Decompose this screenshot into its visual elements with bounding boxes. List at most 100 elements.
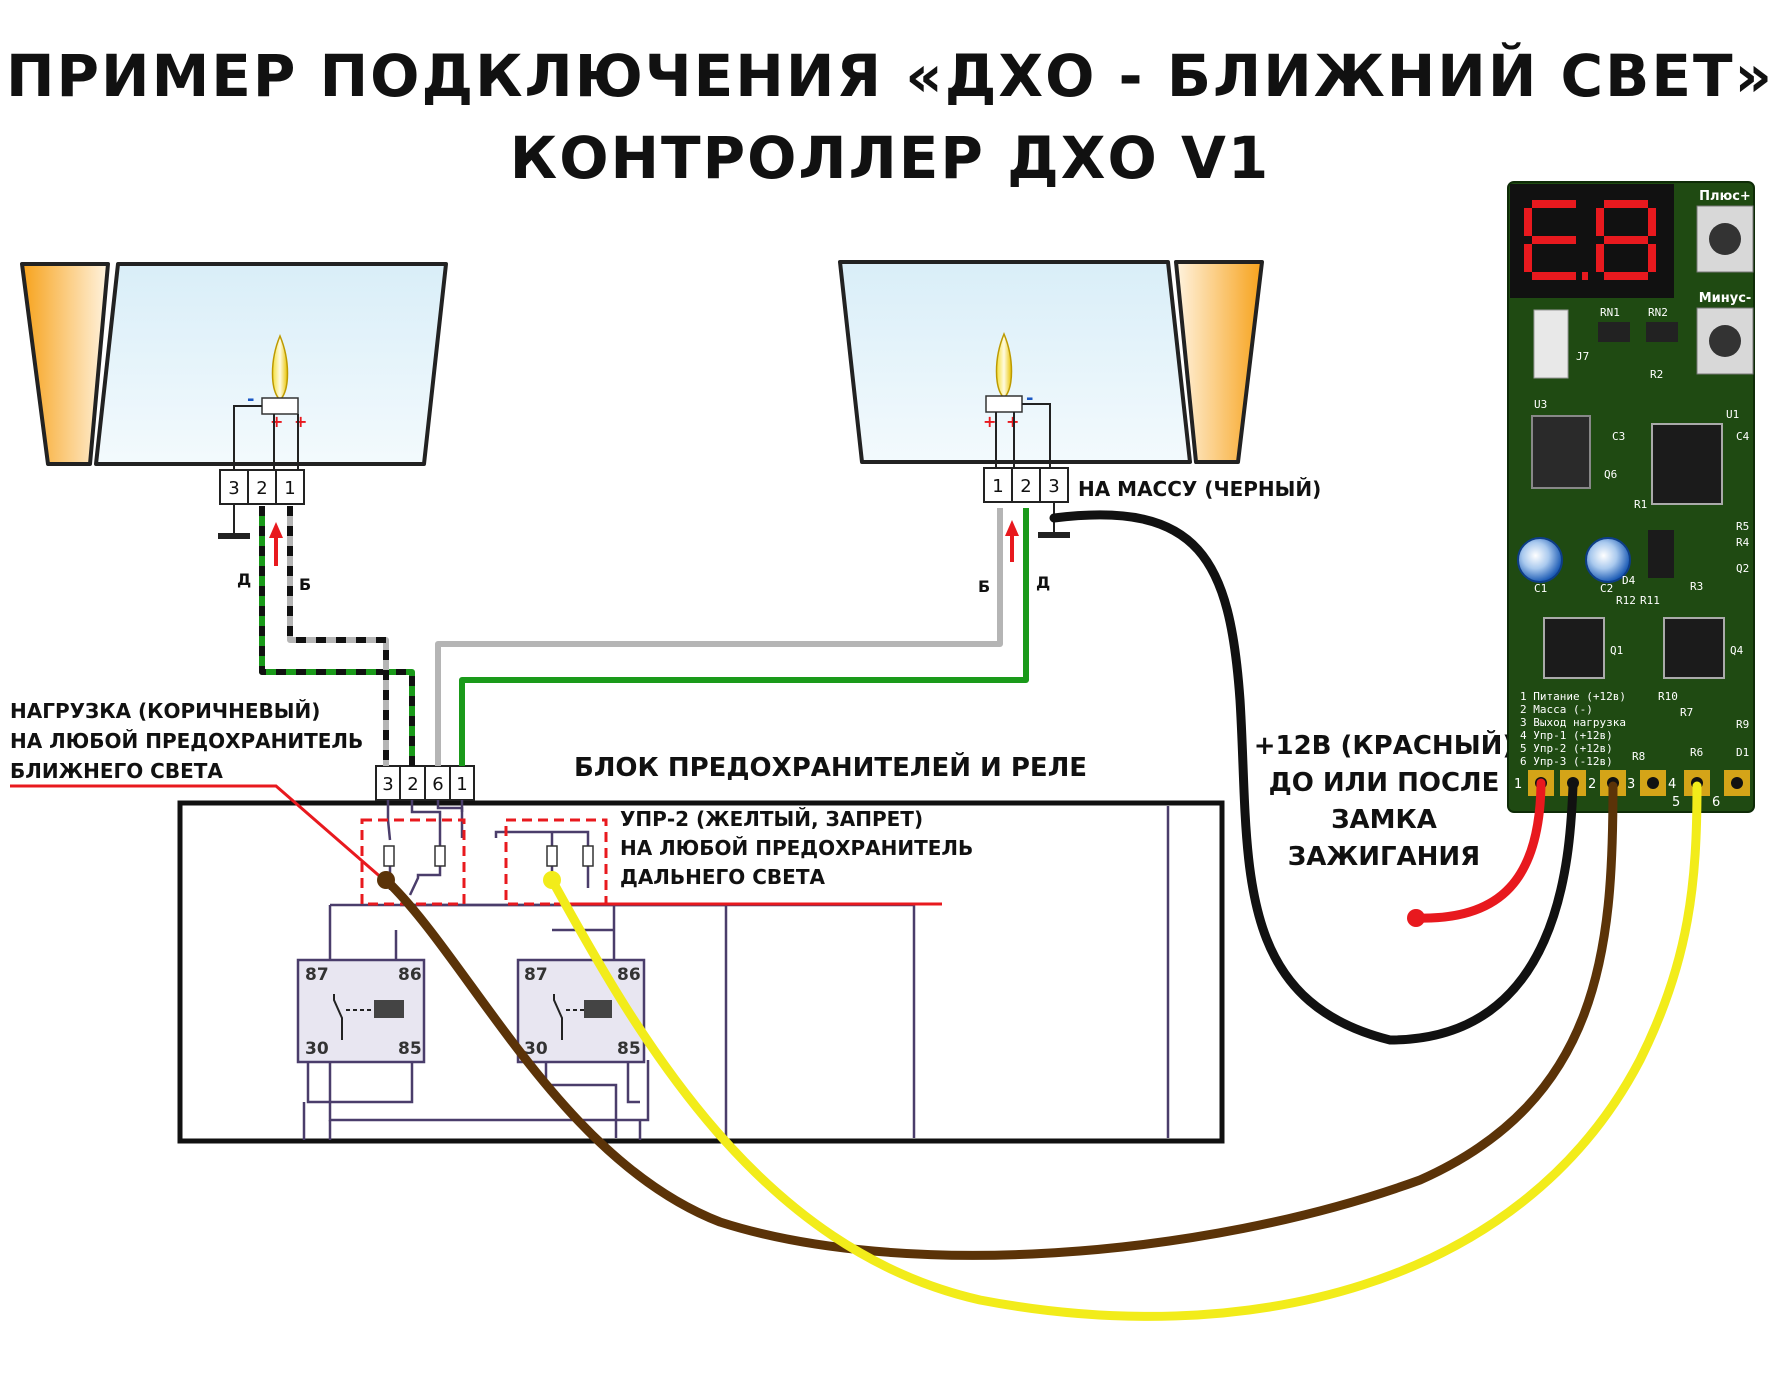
terminal-5-label: 5 (1672, 795, 1680, 810)
black-ground-wire (1049, 510, 1578, 1045)
left-plus-sign-2: + (294, 412, 307, 431)
part-q4 (1663, 617, 1725, 679)
part-r7-label: R7 (1680, 706, 1693, 719)
button-minus-cap-icon (1709, 325, 1741, 357)
power-label-line-2: ДО ИЛИ ПОСЛЕ (1269, 768, 1500, 798)
right-plus-sign-2: + (1006, 412, 1019, 431)
part-r12-label: R12 (1616, 594, 1636, 607)
headlight-wires (259, 506, 1029, 766)
controller-wires (377, 510, 1702, 1321)
right-connector (983, 467, 1069, 503)
left-headlight-lens (94, 262, 448, 466)
fuse-block: БЛОК ПРЕДОХРАНИТЕЛЕЙ И РЕЛЕ 3 2 6 1 (177, 751, 1225, 1144)
relay-2-pin-85: 85 (617, 1039, 641, 1059)
right-pin-1: 1 (992, 476, 1003, 497)
display-digits-icon (1524, 200, 1656, 280)
part-c1-label: C1 (1534, 582, 1547, 595)
left-wire-b-label: Б (299, 575, 311, 594)
part-q4-label: Q4 (1730, 644, 1744, 657)
part-d4 (1648, 530, 1674, 578)
title-line-1: ПРИМЕР ПОДКЛЮЧЕНИЯ «ДХО - БЛИЖНИЙ СВЕТ» (6, 41, 1774, 110)
part-rn2-label: RN2 (1648, 306, 1668, 319)
upr2-label-line-3: ДАЛЬНЕГО СВЕТА (620, 865, 825, 889)
part-r3-label: R3 (1690, 580, 1703, 593)
relay-1-pin-86: 86 (398, 965, 422, 985)
load-label-line-3: БЛИЖНЕГО СВЕТА (10, 759, 223, 783)
part-r6-label: R6 (1690, 746, 1703, 759)
legend-line-3: 3 Выход нагрузка (1520, 716, 1626, 729)
part-rn1 (1598, 322, 1630, 342)
part-rn1-label: RN1 (1600, 306, 1620, 319)
part-u3-label: U3 (1534, 398, 1547, 411)
part-q2-label: Q2 (1736, 562, 1749, 575)
upr2-label-line-2: НА ЛЮБОЙ ПРЕДОХРАНИТЕЛЬ (620, 836, 973, 860)
part-r11-label: R11 (1640, 594, 1660, 607)
legend-line-2: 2 Масса (-) (1520, 703, 1593, 716)
legend-line-4: 4 Упр-1 (+12в) (1520, 729, 1613, 742)
part-r8-label: R8 (1632, 750, 1645, 763)
red-wire-end (1407, 909, 1425, 927)
relay-1-coil-icon (374, 1000, 404, 1018)
part-r9-label: R9 (1736, 718, 1749, 731)
terminal-3-label: 3 (1627, 777, 1635, 792)
fuse-1 (383, 845, 395, 867)
red-power-wire (1413, 778, 1546, 923)
relay-1-pin-87: 87 (305, 965, 329, 985)
part-rn2 (1646, 322, 1678, 342)
right-wire-b-label: Б (978, 577, 990, 596)
right-bulb-base (985, 395, 1023, 413)
button-plus-cap-icon (1709, 223, 1741, 255)
left-minus-sign: - (247, 389, 254, 410)
fuse-pin-1: 1 (456, 774, 467, 795)
left-plus-sign-1: + (270, 412, 283, 431)
part-c3-label: C3 (1612, 430, 1625, 443)
brown-wire-end (377, 871, 395, 889)
fuse-2 (434, 845, 446, 867)
upr2-label-line-1: УПР-2 (ЖЕЛТЫЙ, ЗАПРЕТ) (620, 807, 923, 831)
terminal-6-label: 6 (1712, 795, 1720, 810)
part-r1-label: R1 (1634, 498, 1647, 511)
fuse-4 (582, 845, 594, 867)
left-ground-icon (218, 533, 250, 539)
right-turn-signal-lens (1174, 260, 1264, 464)
part-q1 (1543, 617, 1605, 679)
part-u1-label: U1 (1726, 408, 1739, 421)
right-plus-sign-1: + (983, 412, 996, 431)
right-ground-icon (1038, 532, 1070, 538)
right-wire-d-label: Д (1036, 573, 1050, 592)
fuse-3 (546, 845, 558, 867)
left-pin-1: 1 (284, 478, 295, 499)
relay-2-pin-30: 30 (524, 1039, 548, 1059)
legend-line-5: 5 Упр-2 (+12в) (1520, 742, 1613, 755)
left-headlight: - + + 3 2 1 Д Б (20, 262, 448, 594)
part-d1-label: D1 (1736, 746, 1749, 759)
load-pointer-line (10, 784, 385, 882)
left-pin-2: 2 (256, 478, 267, 499)
right-headlight: - + + 1 2 3 Б Д НА МАССУ (ЧЕРНЫЙ) (838, 260, 1321, 596)
power-label-line-4: ЗАЖИГАНИЯ (1288, 842, 1480, 872)
title-line-2: КОНТРОЛЛЕР ДХО V1 (510, 124, 1270, 192)
capacitor-c1-icon (1517, 537, 1563, 583)
left-pin-3: 3 (228, 478, 239, 499)
part-q6-label: Q6 (1604, 468, 1617, 481)
yellow-upr2-wire (547, 781, 1702, 1321)
part-r4-label: R4 (1736, 536, 1750, 549)
legend-line-1: 1 Питание (+12в) (1520, 690, 1626, 703)
relay-1-pin-30: 30 (305, 1039, 329, 1059)
controller-board: Плюс+ Минус- J7 RN1 RN2 R2 U3 U1 C3 C4 Q… (1507, 181, 1755, 813)
part-r5-label: R5 (1736, 520, 1749, 533)
relay-2-pin-87: 87 (524, 965, 548, 985)
yellow-wire-end (543, 871, 561, 889)
right-headlight-lens (838, 260, 1192, 464)
load-label-line-2: НА ЛЮБОЙ ПРЕДОХРАНИТЕЛЬ (10, 729, 363, 753)
legend-line-6: 6 Упр-3 (-12в) (1520, 755, 1613, 768)
relay-2-pin-86: 86 (617, 965, 641, 985)
brown-load-wire (381, 781, 1618, 1260)
fuse-pin-2: 2 (407, 774, 418, 795)
button-minus-label: Минус- (1699, 291, 1752, 306)
fuse-pin-3: 3 (382, 774, 393, 795)
connector-j7 (1533, 309, 1569, 379)
part-u3 (1531, 415, 1591, 489)
terminal-2-label: 2 (1588, 777, 1596, 792)
